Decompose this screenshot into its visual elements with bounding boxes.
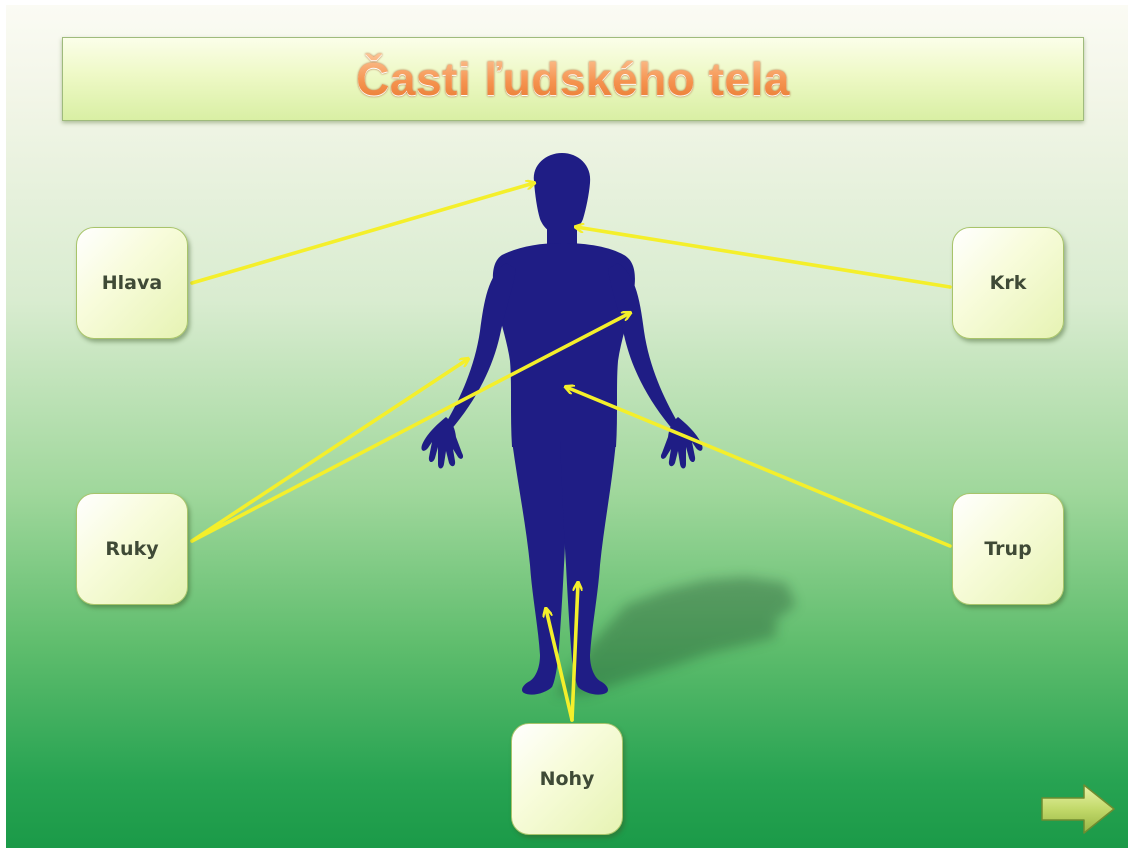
arrow-trup [566,387,950,546]
label-trup: Trup [984,538,1031,560]
label-hlava: Hlava [102,272,162,294]
title-banner: Časti ľudského tela [62,37,1084,121]
head [534,153,590,235]
label-nohy: Nohy [540,768,595,790]
left-arm [444,263,516,432]
left-hand [421,417,463,469]
label-box-nohy[interactable]: Nohy [511,723,623,835]
label-box-trup[interactable]: Trup [952,493,1064,605]
right-arrow-icon[interactable] [1038,781,1118,837]
label-box-ruky[interactable]: Ruky [76,493,188,605]
page-title: Časti ľudského tela [356,52,790,106]
label-box-hlava[interactable]: Hlava [76,227,188,339]
slide: Časti ľudského tela Hlava Krk Ruky Trup … [6,5,1128,848]
arrow-hlava [192,183,534,283]
arrow-ruky-left [192,359,468,541]
body-diagram [6,5,1128,848]
label-box-krk[interactable]: Krk [952,227,1064,339]
label-ruky: Ruky [105,538,158,560]
label-krk: Krk [990,272,1027,294]
